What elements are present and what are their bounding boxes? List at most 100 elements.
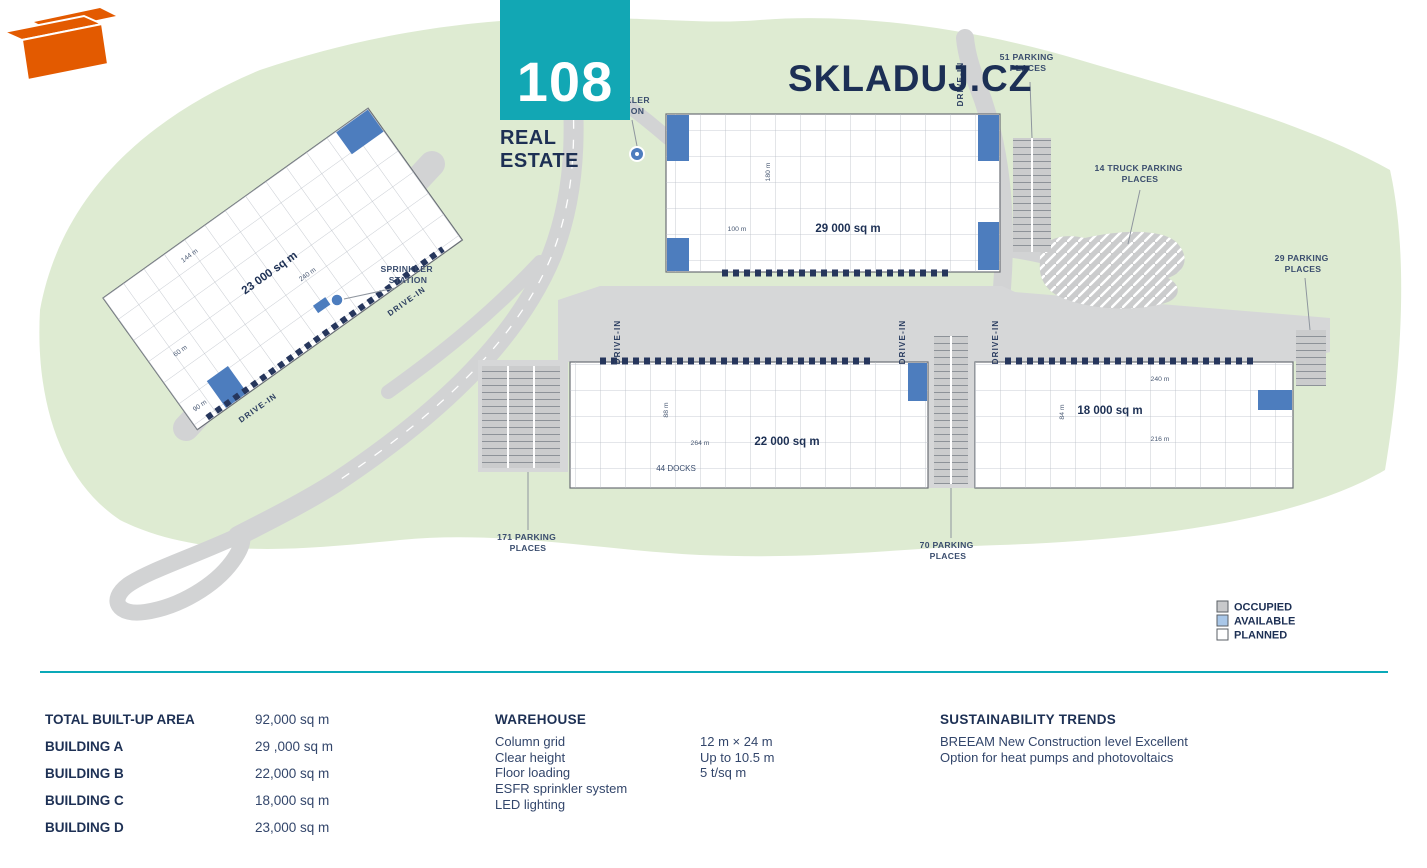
warehouse-value: Up to 10.5 m [700, 749, 775, 765]
areas-column: TOTAL BUILT-UP AREA 92,000 sq m BUILDING… [45, 712, 333, 847]
leader-line [1304, 277, 1311, 331]
building-c-area-label: 18 000 sq m [1077, 405, 1142, 417]
warehouse-value: 5 t/sq m [700, 765, 747, 781]
sustainability-line: BREEAM New Construction level Excellent [940, 734, 1188, 749]
building-a-dim-width: 100 m [728, 226, 747, 233]
svg-text:51 PARKING PLACES: 51 PARKING PLACES [1000, 52, 1057, 73]
svg-text:14 TRUCK PARKING PLACE: 14 TRUCK PARKING PLACES [1095, 163, 1186, 184]
svg-text:29 PARKING PLACES: 29 PARKING PLACES [1275, 253, 1332, 274]
logo-108-number: 108 [516, 50, 614, 113]
building-b-dim-depth: 88 m [663, 402, 670, 417]
building-a-available-cell [667, 115, 689, 161]
parking-70-label: 70 PARKING PLACES [920, 488, 977, 561]
sprinkler-icon-dot [635, 152, 639, 156]
area-row: BUILDING B 22,000 sq m [45, 766, 333, 781]
road-branch-d [381, 255, 547, 399]
legend-label-planned: PLANNED [1234, 630, 1287, 642]
parking-70-area [934, 336, 968, 484]
warehouse-label: Clear height [495, 749, 566, 765]
warehouse-row: Floor loading 5 t/sq m [495, 765, 774, 781]
warehouse-label: LED lighting [495, 796, 566, 812]
legend-swatch-occupied [1216, 600, 1229, 613]
drive-in-label: DRIVE-IN [991, 320, 1000, 365]
legend-label-available: AVAILABLE [1234, 616, 1295, 628]
warehouse-value: 12 m × 24 m [700, 734, 773, 749]
building-c-dim-bottom: 216 m [1151, 436, 1170, 443]
skladuj-logo-text: SKLADUJ.CZ [788, 58, 1033, 99]
warehouse-row: Clear height Up to 10.5 m [495, 750, 774, 766]
building-c-dim-depth: 84 m [1059, 404, 1066, 419]
area-value: 18,000 sq m [255, 793, 330, 808]
area-row: BUILDING C 18,000 sq m [45, 793, 333, 808]
leader-line [343, 287, 396, 300]
area-row: BUILDING D 23,000 sq m [45, 820, 333, 835]
building-d-available-cell [336, 109, 384, 155]
leader-line [631, 119, 638, 147]
warehouse-label: Floor loading [495, 765, 571, 781]
drive-in-label: DRIVE-IN [613, 320, 622, 365]
building-b-available-cell [908, 363, 927, 401]
legend-swatch-planned [1216, 628, 1229, 641]
building-d-dock-row [205, 246, 445, 421]
parking-29-area [1296, 330, 1326, 386]
area-row: BUILDING A 29 ,000 sq m [45, 739, 333, 754]
leader-line [1029, 81, 1033, 139]
area-value: 29 ,000 sq m [255, 739, 334, 754]
drive-in-label: DRIVE-IN [898, 320, 907, 365]
area-row: TOTAL BUILT-UP AREA 92,000 sq m [45, 712, 333, 727]
area-label: BUILDING A [45, 739, 124, 754]
building-d-grid [103, 108, 463, 430]
area-value: 92,000 sq m [255, 712, 330, 727]
building-a-available-cell [667, 238, 689, 271]
parking-171-label: 171 PARKING PLACES [497, 472, 559, 553]
building-a-available-cell [978, 222, 999, 270]
leader-line [1127, 189, 1141, 245]
site-plan-map: 23 000 sq m 144 m 60 m 240 m 90 m DRIVE-… [39, 0, 1402, 642]
warehouse-label: Column grid [495, 734, 566, 749]
building-b-area-label: 22 000 sq m [754, 436, 819, 448]
truck-parking-hatch [1039, 231, 1185, 309]
building-a-area-label: 29 000 sq m [815, 223, 880, 235]
sprinkler-icon [330, 293, 344, 307]
svg-text:70 PARKING PLACES: 70 PARKING PLACES [920, 540, 977, 561]
parking-29-label: 29 PARKING PLACES [1275, 253, 1332, 331]
building-a-available-cell [978, 115, 999, 161]
building-c-available-cell [1258, 390, 1292, 410]
sustainability-title: SUSTAINABILITY TRENDS [940, 712, 1117, 727]
area-value: 22,000 sq m [255, 766, 330, 781]
building-c: 18 000 sq m 240 m 216 m 84 m [974, 357, 1294, 489]
logo-108-subtitle: REAL ESTATE [500, 127, 579, 172]
legend-label-occupied: OCCUPIED [1234, 602, 1292, 614]
sprinkler-label: SPRINKLER STATION [380, 264, 435, 285]
building-b-dim-width: 264 m [691, 440, 710, 447]
section-divider [40, 671, 1388, 673]
building-a-grid [666, 114, 1000, 272]
warehouse-label: ESFR sprinkler system [495, 781, 628, 797]
sustainability-line: Option for heat pumps and photovoltaics [940, 749, 1174, 765]
building-c-grid [975, 362, 1293, 488]
building-c-dim-top: 240 m [1151, 376, 1170, 383]
area-label: BUILDING C [45, 793, 124, 808]
parking-171-area [482, 366, 560, 468]
warehouse-title: WAREHOUSE [495, 712, 587, 727]
area-label: BUILDING D [45, 820, 124, 835]
logo-108: 108 [500, 0, 630, 120]
legend: OCCUPIED AVAILABLE PLANNED [1216, 600, 1295, 642]
building-a-dim-depth: 180 m [765, 162, 772, 181]
building-d: 23 000 sq m 144 m 60 m 240 m 90 m DRIVE-… [102, 107, 464, 431]
parking-51-area [1013, 138, 1051, 252]
area-value: 23,000 sq m [255, 820, 330, 835]
svg-text:171 PARKING PLACES: 171 PARKING PLACES [497, 532, 559, 553]
building-b-docks-label: 44 DOCKS [656, 464, 696, 473]
building-b-grid [570, 362, 928, 488]
sustainability-column: SUSTAINABILITY TRENDS BREEAM New Constru… [940, 712, 1188, 765]
parking-51-label: 51 PARKING PLACES [1000, 52, 1057, 139]
drive-in-label: DRIVE-IN [956, 62, 965, 107]
warehouse-row: LED lighting [495, 797, 774, 813]
legend-swatch-available [1216, 614, 1229, 627]
road-loop [109, 526, 251, 621]
warehouse-row: ESFR sprinkler system [495, 781, 774, 797]
sprinkler-station-d: SPRINKLER STATION [312, 264, 435, 314]
skladuj-box-icon [0, 8, 116, 82]
